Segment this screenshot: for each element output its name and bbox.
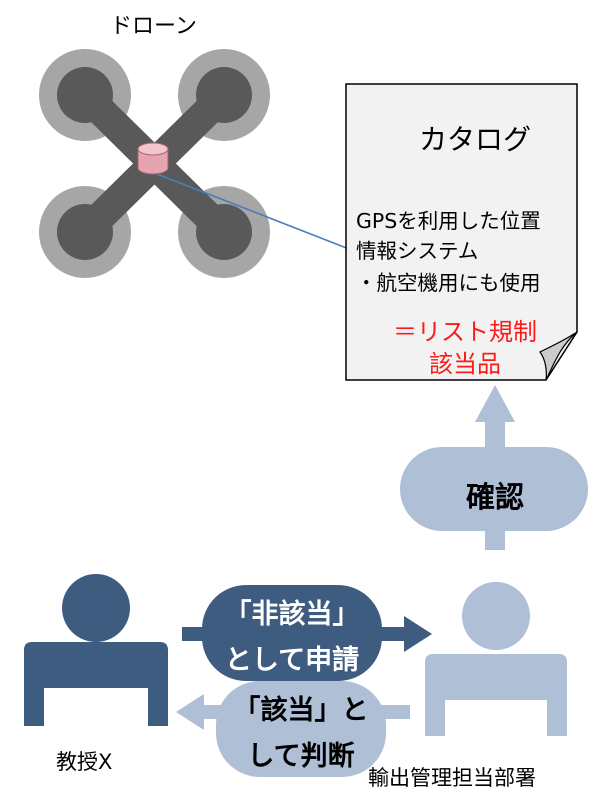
- catalog-title: カタログ: [418, 123, 531, 156]
- catalog-line-3: ・航空機用にも使用: [356, 271, 541, 295]
- catalog-red-line-2: 該当品: [429, 350, 501, 378]
- professor-label: 教授X: [56, 750, 113, 774]
- department-label: 輸出管理担当部署: [368, 766, 536, 790]
- catalog-line-1: GPSを利用した位置: [356, 209, 541, 233]
- department-figure-icon: [425, 582, 567, 736]
- catalog-red-line-1: ＝リスト規制: [393, 318, 537, 346]
- judgment-label-line-1: 「該当」と: [233, 695, 369, 726]
- request-label-line-2: として申請: [224, 645, 360, 676]
- judgment-label-line-2: して判断: [247, 741, 355, 772]
- check-bubble: [400, 447, 588, 531]
- request-label-line-1: 「非該当」: [224, 599, 360, 630]
- connector-line: [156, 173, 373, 259]
- judgment-arrow: [176, 681, 410, 777]
- catalog-document: [345, 83, 578, 381]
- catalog-line-2: 情報システム: [356, 239, 479, 263]
- request-arrow: [182, 585, 432, 681]
- gps-sensor-icon: [137, 142, 169, 175]
- professor-figure-icon: [24, 574, 168, 726]
- drone-label: ドローン: [110, 14, 197, 39]
- check-label: 確認: [465, 480, 524, 514]
